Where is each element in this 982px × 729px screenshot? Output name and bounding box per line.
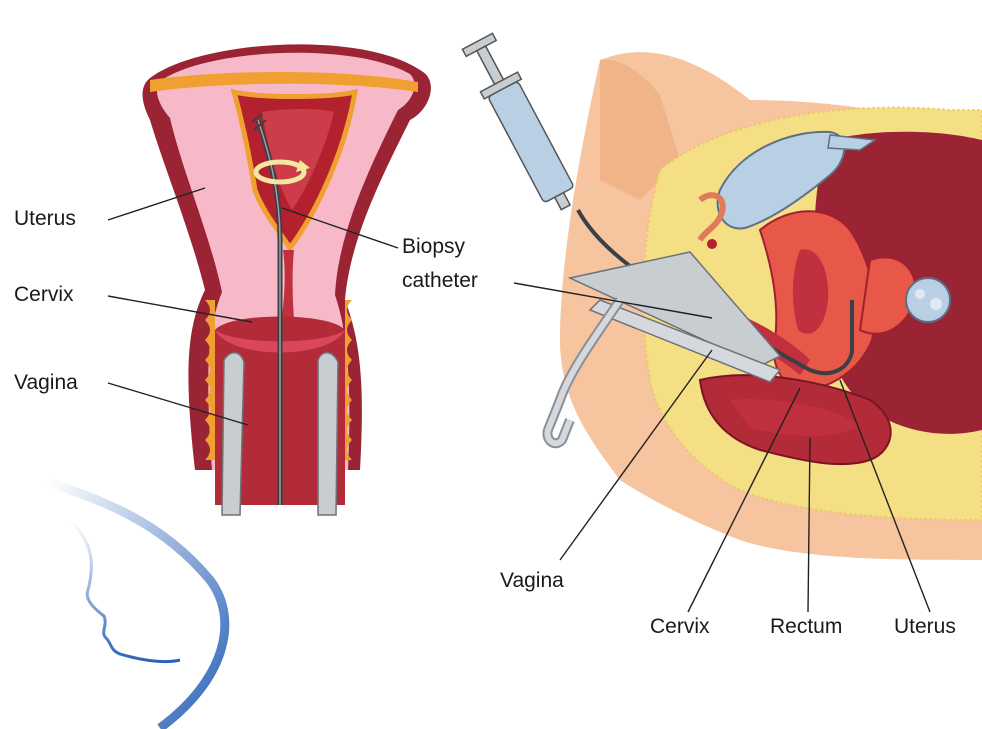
label-biopsy-line1: Biopsy — [402, 236, 465, 258]
label-right-rectum: Rectum — [770, 616, 842, 638]
label-biopsy-line2: catheter — [402, 270, 478, 292]
label-left-cervix: Cervix — [14, 284, 74, 306]
label-right-uterus: Uterus — [894, 616, 956, 638]
label-right-cervix: Cervix — [650, 616, 710, 638]
label-left-uterus: Uterus — [14, 208, 76, 230]
label-left-vagina: Vagina — [14, 372, 78, 394]
label-right-vagina: Vagina — [500, 570, 564, 592]
